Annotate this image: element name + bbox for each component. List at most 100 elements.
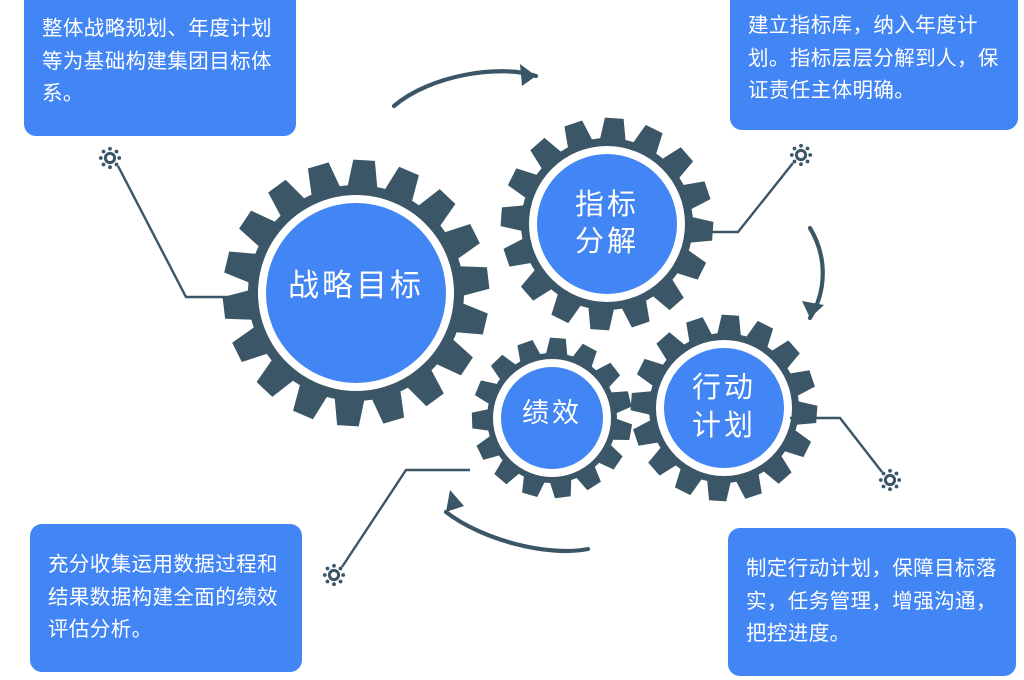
gear-icon-dot [894, 484, 899, 489]
note-card-bottom-right-text: 制定行动计划，保障目标落实，任务管理，增强沟通，把控进度。 [746, 557, 997, 646]
gear-tooth [454, 302, 488, 335]
gear-tooth [762, 454, 792, 484]
gear-tooth [588, 305, 615, 331]
gear-tooth [476, 435, 501, 460]
gear-icon-dot [117, 156, 122, 160]
gear-tooth [707, 479, 731, 502]
note-card-top-left-text: 整体战略规划、年度计划等为基础构建集团目标体系。 [42, 17, 272, 106]
gear-tooth [549, 477, 572, 499]
note-card-bottom-left-text: 充分收集运用数据过程和结果数据构建全面的绩效评估分析。 [48, 553, 278, 642]
note-card-bottom-right: 制定行动计划，保障目标落实，任务管理，增强沟通，把控进度。 [728, 528, 1016, 676]
gear-tooth [648, 446, 678, 476]
gear-icon-dot [338, 566, 343, 571]
gear-tooth [551, 292, 582, 324]
arrow-right-head [802, 301, 824, 318]
gear-icon-dot [338, 579, 343, 584]
gear-icon-dot [114, 162, 119, 167]
note-card-top-right: 建立指标库，纳入年度计划。指标层层分解到人，保证责任主体明确。 [730, 0, 1018, 130]
gear-tooth [500, 205, 526, 232]
gear-tooth [594, 362, 621, 389]
gear-strategy-goal [222, 159, 490, 427]
gear-action-plan [630, 314, 818, 502]
connectors-group [98, 143, 902, 587]
gear-tooth [661, 147, 694, 180]
gear-tooth [630, 391, 653, 415]
connector-top-right [688, 143, 813, 234]
gear-icon-dot [101, 162, 106, 167]
gear-tooth [406, 368, 444, 407]
gear-icon-dot [325, 579, 330, 584]
gear-tooth [599, 117, 626, 143]
gear-tooth [674, 467, 703, 496]
gear-tooth [417, 189, 456, 228]
connector-top-left-line [116, 165, 238, 299]
gear-icon-dot [881, 484, 886, 489]
gear-icon-ring [103, 151, 117, 165]
gear-icon-dot [888, 468, 892, 473]
note-card-top-right-text: 建立指标库，纳入年度计划。指标层层分解到人，保证责任主体明确。 [748, 14, 999, 103]
gear-tooth [530, 137, 563, 170]
gear-icon-dot [108, 146, 112, 151]
gear-icon-dot [881, 471, 886, 476]
note-card-top-left: 整体战略规划、年度计划等为基础构建集团目标体系。 [24, 0, 296, 136]
settings-gear-icon [789, 143, 813, 167]
gear-tooth [520, 268, 553, 301]
gear-hub [266, 203, 446, 383]
gear-icon-dot [341, 573, 346, 577]
gear-hub [537, 154, 677, 294]
gear-tooth [770, 340, 800, 370]
gear-tooth [494, 458, 521, 485]
gear-tooth [471, 409, 491, 431]
gear-tooth [268, 179, 306, 218]
connector-bottom-left-line [340, 468, 470, 568]
gear-icon-ring [327, 568, 341, 582]
gear-hub [501, 367, 603, 469]
gear-tooth [575, 464, 601, 491]
connector-top-left [98, 146, 238, 299]
connector-bottom-right [790, 416, 902, 492]
gear-tooth [651, 278, 684, 311]
gear-tooth [717, 314, 741, 337]
gear-tooth [239, 210, 277, 248]
gear-tooth [636, 358, 665, 387]
gear-tooth [675, 249, 707, 280]
connector-bottom-right-line [790, 416, 883, 473]
gear-tooth [656, 332, 686, 362]
gear-hub [664, 348, 784, 468]
flow-arrows-group [391, 64, 825, 554]
gear-icon-dot [808, 153, 813, 157]
gear-tooth [688, 216, 714, 243]
arrow-top [391, 64, 539, 109]
arrow-bottom [443, 490, 591, 554]
gear-tooth [507, 168, 539, 199]
gears-group [222, 117, 818, 502]
gear-tooth [458, 266, 490, 296]
gear-tooth [783, 429, 812, 458]
arrow-bottom-head [446, 490, 464, 512]
gear-icon-dot [332, 563, 336, 568]
gear-icon-dot [792, 146, 797, 151]
gear-tooth [347, 159, 378, 190]
connector-bottom-left [322, 468, 470, 587]
gear-icon-ring [794, 148, 808, 162]
note-card-bottom-left: 充分收集运用数据过程和结果数据构建全面的绩效评估分析。 [30, 524, 302, 672]
gear-tooth [545, 337, 568, 357]
gear-icon-dot [805, 159, 810, 164]
gear-tooth [334, 396, 365, 427]
gear-tooth [490, 354, 517, 381]
gear-icon-dot [897, 478, 902, 482]
gear-icon-dot [792, 159, 797, 164]
gear-tooth [745, 320, 774, 349]
settings-gear-icon [98, 146, 122, 170]
settings-gear-icon [322, 563, 346, 587]
gear-icon-dot [888, 487, 892, 492]
gear-icon-dot [789, 153, 794, 157]
gear-performance [471, 337, 633, 499]
arrow-bottom-curve [443, 509, 591, 554]
gear-tooth [435, 338, 473, 376]
gear-tooth [597, 443, 623, 470]
connector-top-right-line [688, 162, 794, 234]
gear-icon-dot [799, 143, 803, 148]
gear-icon-dot [805, 146, 810, 151]
